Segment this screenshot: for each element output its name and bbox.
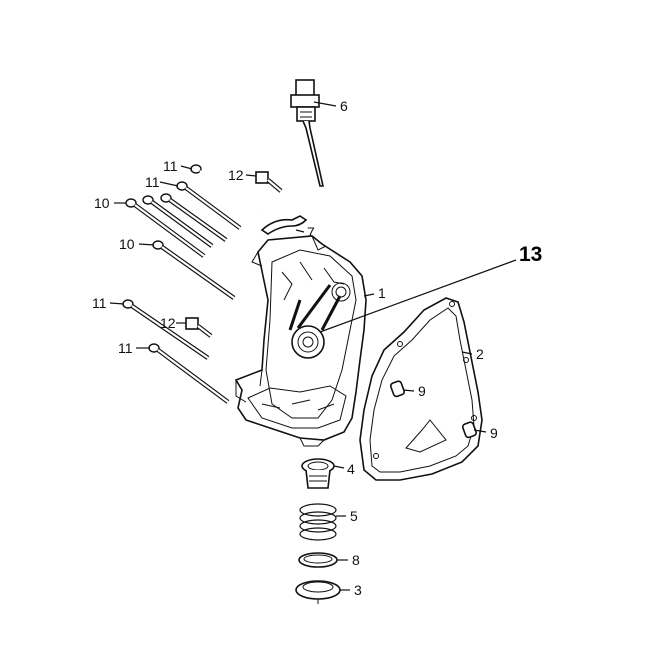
bolt-10-second (152, 240, 236, 300)
callout-1: 1 (378, 285, 386, 301)
callout-5: 5 (350, 508, 358, 524)
callout-11-top: 11 (163, 158, 178, 174)
plug-part (295, 580, 341, 604)
callout-10-second: 10 (119, 236, 135, 252)
bolt-11-bottom (148, 343, 230, 404)
bolts-group (122, 164, 263, 404)
short-bolt-12-lower (185, 317, 213, 338)
bolt-10-top (125, 198, 206, 258)
dowel-pin-a (389, 380, 405, 398)
callout-11-lower: 11 (92, 295, 107, 311)
bolt-11-fourth (142, 195, 214, 248)
callout-13: 13 (519, 243, 542, 266)
callout-12-top: 12 (228, 167, 244, 183)
callout-4: 4 (347, 461, 355, 477)
callout-3: 3 (354, 582, 362, 598)
callout-9-lower: 9 (490, 425, 498, 441)
crankcase-cover-part (234, 235, 367, 447)
bolt-11-third (160, 193, 228, 242)
o-ring-part (298, 552, 338, 568)
callout-8: 8 (352, 552, 360, 568)
callout-6: 6 (340, 98, 348, 114)
leader-lines (109, 101, 517, 591)
bolt-11-second (176, 181, 242, 230)
callout-11-second: 11 (145, 174, 160, 190)
bolt-11-top (190, 164, 263, 216)
callout-12-lower: 12 (160, 315, 176, 331)
callout-9-upper: 9 (418, 383, 426, 399)
short-bolt-12-top (255, 171, 283, 193)
dowel-pin-b (461, 421, 477, 439)
gasket-part (359, 297, 483, 481)
bolt-11-lower (122, 299, 210, 360)
callout-7: 7 (307, 224, 315, 240)
spring-part (299, 503, 337, 541)
callout-10-top: 10 (94, 195, 110, 211)
callout-2: 2 (476, 346, 484, 362)
oil-dipstick-part (290, 79, 324, 187)
clip-part (260, 215, 308, 235)
strainer-cap-part (301, 458, 335, 489)
callout-11-bottom: 11 (118, 340, 133, 356)
